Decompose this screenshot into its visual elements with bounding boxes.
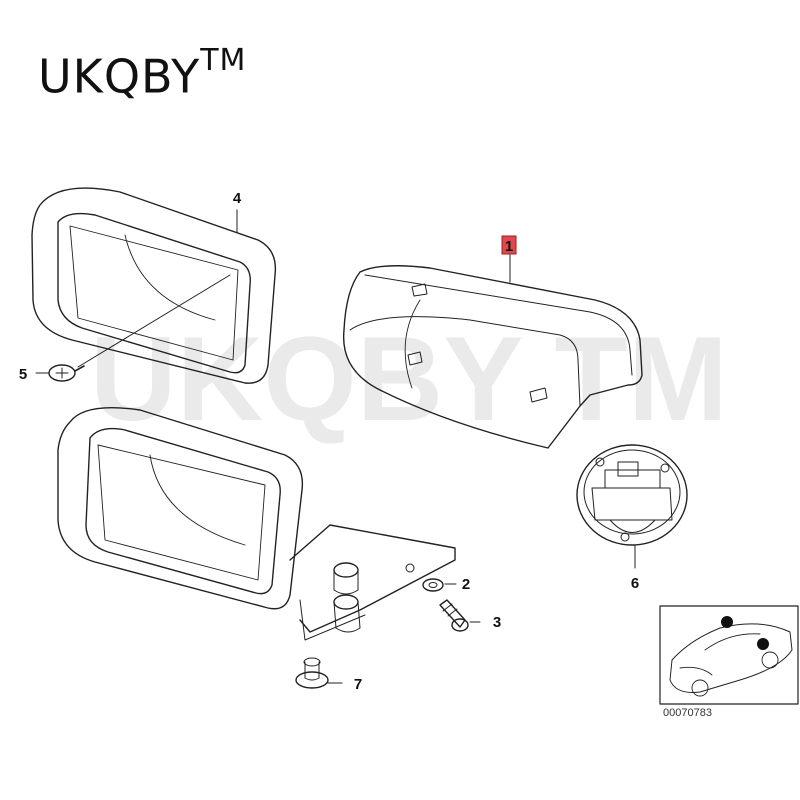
callout-2: 2	[462, 576, 470, 593]
callout-1: 1	[505, 238, 513, 255]
inset-location-dot-1	[721, 616, 733, 628]
plug-part	[295, 657, 343, 689]
brand-logo: UKQBYTM	[38, 46, 246, 100]
mirror-glass-part	[31, 187, 277, 384]
brand-name: UKQBY	[38, 49, 201, 104]
callout-5: 5	[19, 366, 27, 383]
screw-part	[35, 364, 85, 382]
washer-part	[422, 578, 457, 592]
bolt-part	[439, 599, 481, 632]
motor-part	[576, 444, 688, 569]
callout-1-highlight	[501, 235, 517, 255]
callout-7: 7	[354, 676, 362, 693]
callout-6: 6	[631, 575, 639, 592]
mirror-cover-part	[342, 254, 643, 449]
callout-3: 3	[493, 614, 501, 631]
callout-4: 4	[233, 190, 242, 207]
brand-trademark: TM	[200, 43, 247, 78]
reference-number: 00070783	[663, 707, 712, 719]
inset-location-dot-2	[757, 638, 769, 650]
mirror-housing-part	[57, 407, 456, 641]
vehicle-location-inset	[659, 605, 799, 705]
